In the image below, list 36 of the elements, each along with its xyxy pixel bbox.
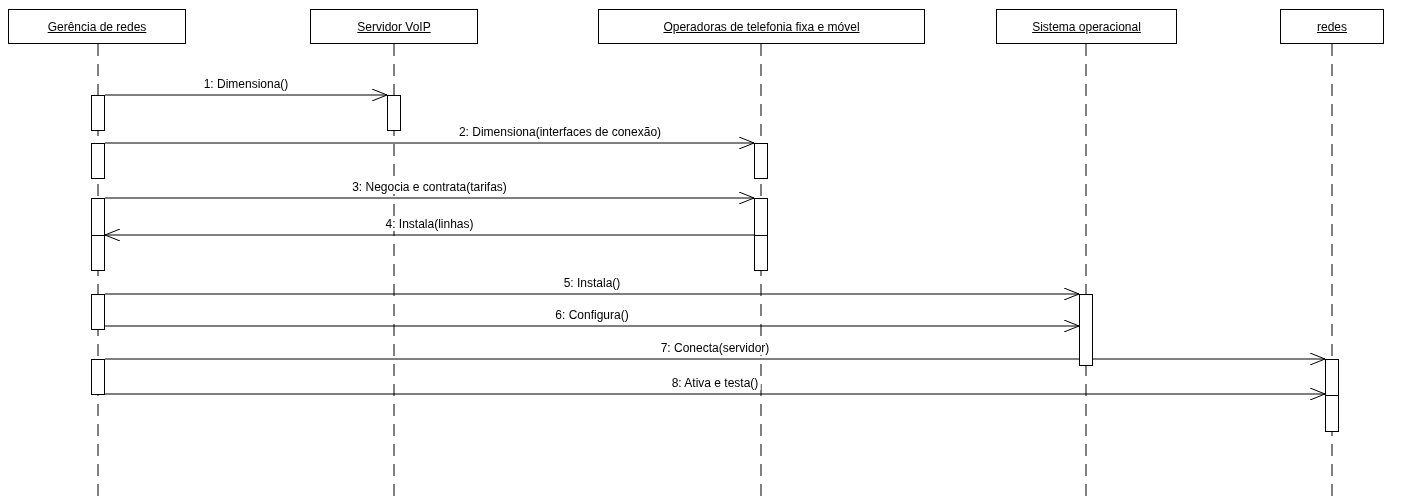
object-name: Sistema operacional [1032,18,1141,36]
message-arrow [104,88,388,102]
object-box [598,9,925,44]
message-arrow [104,191,755,205]
activation-bar [754,198,768,271]
edge-label: 8: Ativa e testa() [669,376,761,390]
activation-bar [91,143,105,179]
activation-bar [91,294,105,330]
edge-label: 7: Conecta(servidor) [658,341,772,355]
object-box [996,9,1177,44]
edge-label: 3: Negocia e contrata(tarifas) [350,180,509,194]
activation-bar [754,143,768,179]
object-box [1280,9,1384,44]
activation-bar [387,95,401,131]
object-name: Operadoras de telefonia fixa e móvel [663,18,860,36]
activation-bar [91,95,105,131]
message-arrow [104,228,755,242]
edge-label: 6: Configura() [553,308,631,322]
edge-label: 4: Instala(linhas) [383,217,476,231]
object-name: redes [1317,18,1347,36]
object-box [8,9,186,44]
activation-bar [91,359,105,395]
object-box [310,9,478,44]
object-name: Servidor VoIP [357,18,431,36]
activation-bar [1079,294,1093,366]
message-arrow [104,387,1326,401]
message-arrow [104,352,1326,366]
edge-label: 2: Dimensiona(interfaces de conexão) [456,125,664,139]
activation-bar [91,198,105,271]
edge-label: 1: Dimensiona() [201,77,291,91]
edge-label: 5: Instala() [561,276,623,290]
object-name: Gerência de redes [47,18,147,36]
message-arrow [104,287,1080,301]
activation-bar [1325,359,1339,432]
message-arrow [104,136,755,150]
message-arrow [104,319,1080,333]
